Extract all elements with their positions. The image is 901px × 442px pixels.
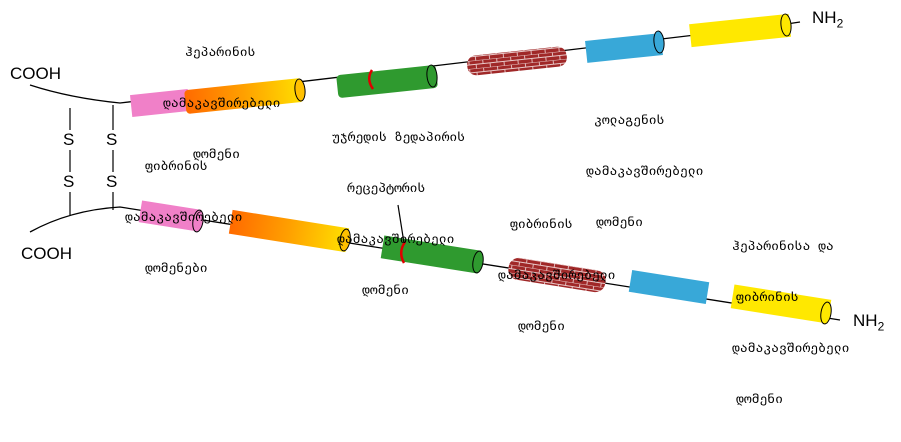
nh2-top-label: NH2 (812, 8, 844, 31)
bottom-pink-domain (138, 200, 204, 233)
disulfide-s-4: S (106, 172, 118, 192)
collagen-binding-label: კოლაგენის დამაკავშირებელი დომენი (586, 113, 704, 230)
disulfide-s-3: S (106, 130, 118, 150)
fibrin-binding-label-left: ფიბრინის დამაკავშირებელი დომენები (125, 159, 243, 276)
heparin-binding-label-top: ჰეპარინის დამაკავშირებელი დომენი (163, 45, 281, 162)
receptor-pointer-line (397, 204, 405, 244)
disulfide-s-1: S (63, 130, 75, 150)
fibronectin-dimer-svg (29, 13, 841, 325)
top-chain-backbone (29, 21, 801, 104)
fibrin-binding-label-middle: ფიბრინის დამაკავშირებელი დომენი (498, 217, 616, 334)
rgd-mark-bottom (400, 241, 407, 264)
bottom-cyan-domain (628, 270, 710, 304)
disulfide-s-2: S (63, 172, 75, 192)
bottom-chain-backbone (29, 206, 841, 321)
bottom-orange-domain (228, 209, 351, 253)
fibronectin-diagram: COOH COOH NH2 NH2 S S S S ჰეპარინის დამა… (10, 8, 885, 407)
top-green-domain (336, 64, 438, 98)
bottom-brick-domain (508, 257, 606, 293)
cell-receptor-binding-label: უჯრედის ზედაპირის რეცეპტორის დამაკავშირე… (332, 130, 466, 298)
rgd-mark-top (368, 69, 375, 90)
heparin-fibrin-binding-label: ჰეპარინისა და ფიბრინის დამაკავშირებელი დ… (732, 239, 850, 407)
bottom-green-domain (380, 235, 484, 274)
cooh-bottom-label: COOH (21, 244, 72, 263)
top-pink-domain (130, 89, 190, 117)
top-yellow-domain (689, 13, 792, 48)
bottom-yellow-domain (730, 284, 832, 325)
cooh-top-label: COOH (10, 64, 61, 83)
top-brick-domain (467, 46, 567, 76)
top-orange-domain (184, 78, 306, 114)
nh2-bottom-label: NH2 (853, 311, 885, 334)
top-cyan-domain (585, 30, 665, 63)
